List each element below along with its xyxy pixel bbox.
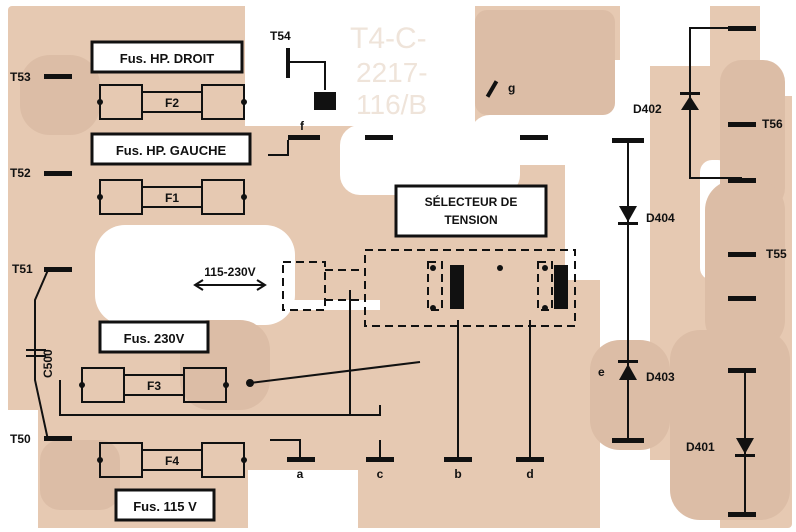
board-clear-areas	[8, 6, 792, 530]
diode-d401-label: D401	[686, 440, 715, 454]
diode-d403-symbol	[618, 360, 638, 380]
terminal-t55-label: T55	[766, 247, 787, 261]
terminal-t50-label: T50	[10, 432, 31, 446]
fuse-f3	[79, 367, 229, 403]
diode-d403-label: D403	[646, 370, 675, 384]
selector-title-line2: TENSION	[444, 213, 497, 227]
diode-d401-symbol	[735, 438, 755, 457]
point-a-label: a	[297, 467, 304, 481]
fuse-hp-droit-label: Fus. HP. DROIT	[120, 51, 214, 66]
fuse-label-boxes	[90, 40, 548, 522]
fuse-f2	[97, 84, 247, 120]
point-g-label: g	[508, 81, 515, 95]
fuse-230v-label: Fus. 230V	[124, 331, 185, 346]
terminal-t54-label: T54	[270, 29, 291, 43]
diode-d402-label: D402	[633, 102, 662, 116]
diode-d402-symbol	[680, 92, 700, 110]
diode-d404-symbol	[618, 206, 638, 225]
terminal-t51-label: T51	[12, 262, 33, 276]
voltage-range-label: 115-230V	[204, 265, 255, 279]
terminal-t53-label: T53	[10, 70, 31, 84]
board-stamp: T4-C- 2217- 116/B	[350, 22, 428, 120]
capacitor-c500-label: C500	[41, 349, 55, 378]
board-stamp-line3: 116/B	[356, 89, 427, 120]
terminal-bars	[44, 26, 756, 517]
point-f-label: f	[300, 119, 305, 133]
point-b-label: b	[454, 467, 461, 481]
fuse-f4-label: F4	[165, 454, 179, 468]
fuse-hp-gauche-label: Fus. HP. GAUCHE	[116, 143, 227, 158]
terminal-t52-label: T52	[10, 166, 31, 180]
board-stamp-line1: T4-C-	[350, 22, 427, 55]
point-d-label: d	[526, 467, 533, 481]
fuse-115v-label: Fus. 115 V	[133, 499, 197, 514]
selector-contacts	[430, 265, 548, 311]
fuse-f1	[97, 179, 247, 215]
fuse-f4	[97, 442, 247, 478]
selector-title-line1: SÉLECTEUR DE	[425, 194, 518, 209]
point-c-label: c	[377, 467, 384, 481]
board-stamp-line2: 2217-	[356, 57, 428, 88]
terminal-t56-label: T56	[762, 117, 783, 131]
point-e-label: e	[598, 365, 605, 379]
fuse-f3-label: F3	[147, 379, 161, 393]
diode-d404-label: D404	[646, 211, 675, 225]
fuse-f2-label: F2	[165, 96, 179, 110]
fuse-f1-label: F1	[165, 191, 179, 205]
